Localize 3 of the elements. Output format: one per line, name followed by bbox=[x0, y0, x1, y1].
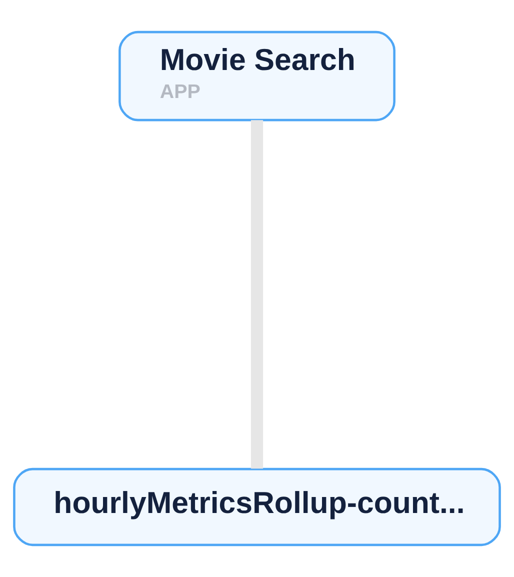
node-box: hourlyMetricsRollup-count... bbox=[13, 468, 501, 546]
node-box: Movie Search APP bbox=[118, 30, 396, 122]
connector bbox=[250, 120, 264, 469]
